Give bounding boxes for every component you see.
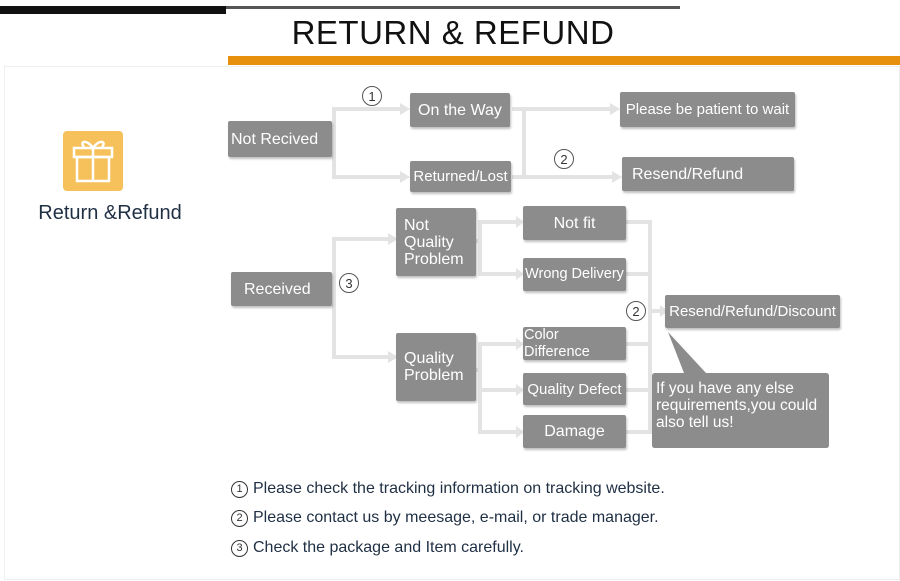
color-difference-box: Color Difference bbox=[523, 327, 626, 360]
note-3: 3 Check the package and Item carefully. bbox=[231, 539, 524, 557]
note-1: 1 Please check the tracking information … bbox=[231, 480, 665, 498]
be-patient-box: Please be patient to wait bbox=[620, 92, 795, 127]
bubble-line-2: requirements,you could bbox=[656, 397, 818, 414]
speech-bubble bbox=[652, 332, 829, 448]
gift-icon bbox=[63, 131, 123, 191]
note-text-3: Check the package and Item carefully. bbox=[253, 539, 524, 556]
page-title: RETURN & REFUND bbox=[291, 14, 615, 51]
logo-label: Return &Refund bbox=[38, 202, 182, 224]
quality-defect-box: Quality Defect bbox=[523, 373, 626, 405]
not-quality-line-3: Problem bbox=[404, 250, 464, 268]
received-box: Received bbox=[231, 272, 332, 306]
note-marker-2: 2 bbox=[231, 509, 248, 527]
header-orange-bar bbox=[228, 56, 900, 65]
returned-lost-box: Returned/Lost bbox=[410, 161, 511, 192]
step-marker-2b: 2 bbox=[626, 301, 646, 321]
note-marker-1: 1 bbox=[231, 480, 248, 498]
bubble-text: If you have any else requirements,you co… bbox=[656, 380, 826, 431]
step-marker-2: 2 bbox=[554, 149, 574, 169]
note-text-1: Please check the tracking information on… bbox=[253, 480, 665, 497]
note-text-2: Please contact us by meesage, e-mail, or… bbox=[253, 509, 659, 526]
note-marker-3: 3 bbox=[231, 539, 248, 557]
not-quality-line-1: Not bbox=[404, 216, 429, 234]
quality-line-1: Quality bbox=[404, 350, 454, 367]
header-black-bar bbox=[0, 6, 226, 14]
wrong-delivery-box: Wrong Delivery bbox=[523, 258, 626, 291]
resend-refund-discount-box: Resend/Refund/Discount bbox=[665, 295, 840, 328]
header-gray-rule bbox=[226, 6, 680, 9]
not-received-box: Not Recived bbox=[228, 121, 332, 157]
on-the-way-box: On the Way bbox=[410, 93, 510, 127]
resend-refund-box: Resend/Refund bbox=[622, 157, 794, 191]
not-quality-problem-box: Not Quality Problem bbox=[396, 208, 476, 276]
step-marker-1: 1 bbox=[362, 86, 382, 106]
not-quality-line-2: Quality bbox=[404, 233, 454, 251]
damage-box: Damage bbox=[523, 415, 626, 448]
bubble-line-1: If you have any else bbox=[656, 380, 794, 397]
quality-line-2: Problem bbox=[404, 367, 464, 384]
bubble-line-3: also tell us! bbox=[656, 414, 734, 431]
quality-problem-box: Quality Problem bbox=[396, 333, 476, 401]
step-marker-3: 3 bbox=[339, 273, 359, 293]
not-fit-box: Not fit bbox=[523, 206, 626, 240]
note-2: 2 Please contact us by meesage, e-mail, … bbox=[231, 509, 659, 527]
